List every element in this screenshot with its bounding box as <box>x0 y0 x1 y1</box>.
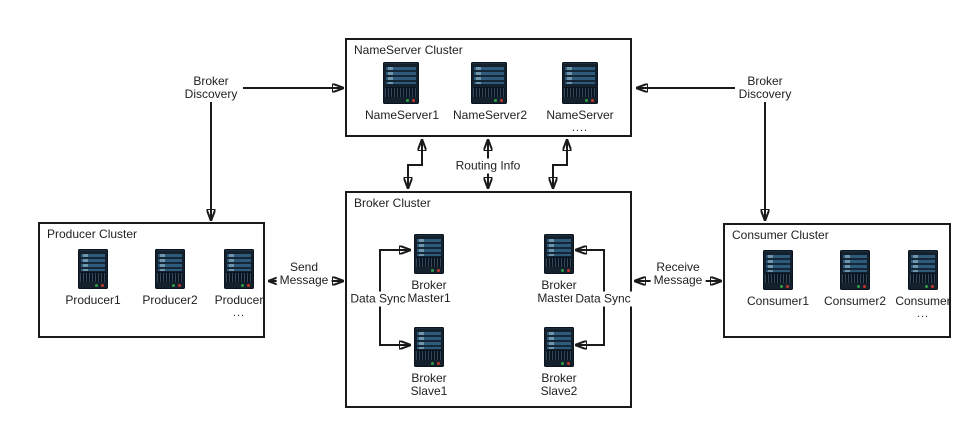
connector-routing-right-step <box>553 140 567 188</box>
server-icon <box>471 62 507 104</box>
server-label: Producer2 <box>142 293 198 307</box>
server-icon <box>840 250 870 290</box>
server-icon <box>414 234 444 274</box>
server-icon <box>544 327 574 367</box>
consumer-item: Consumer ... <box>887 250 959 320</box>
server-label: Consumer1 <box>746 294 810 308</box>
server-label: Consumer2 <box>823 294 887 308</box>
consumer-item: Consumer2 <box>819 250 891 308</box>
server-icon <box>78 249 108 289</box>
server-label: Broker Master1 <box>407 278 451 305</box>
producer-cluster-box: Producer Cluster Producer1 Producer2 Pro… <box>38 222 265 338</box>
server-label: Broker Master2 <box>537 278 581 305</box>
server-label: NameServer1 <box>365 108 440 122</box>
ellipsis-label: ... <box>232 307 246 319</box>
edge-label-broker-discovery-right: Broker Discovery <box>735 74 795 102</box>
ellipsis-label: .... <box>571 122 589 134</box>
edge-label-routing-info: Routing Info <box>452 158 524 174</box>
cluster-title: Broker Cluster <box>354 196 431 210</box>
producer-item: Producer1 <box>57 249 129 307</box>
server-icon <box>224 249 254 289</box>
nameserver-item: NameServer1 <box>365 62 440 122</box>
server-icon <box>908 250 938 290</box>
broker-item: Broker Slave2 <box>523 327 595 398</box>
nameserver-cluster-box: NameServer Cluster NameServer1 NameServe… <box>345 38 632 137</box>
server-icon <box>414 327 444 367</box>
edge-label-data-sync-right: Data Sync <box>572 291 634 307</box>
server-label: Broker Slave1 <box>410 371 448 398</box>
edge-label-send-message: Send Message <box>276 260 332 288</box>
producer-item: Producer ... <box>203 249 275 319</box>
consumer-item: Consumer1 <box>742 250 814 308</box>
server-label: NameServer <box>546 108 614 122</box>
nameserver-item: NameServer .... <box>544 62 616 134</box>
nameserver-item: NameServer2 <box>453 62 528 122</box>
server-icon <box>544 234 574 274</box>
server-label: Consumer <box>895 294 951 308</box>
cluster-title: Consumer Cluster <box>732 228 829 242</box>
server-icon <box>383 62 419 104</box>
edge-label-data-sync-left: Data Sync <box>347 291 409 307</box>
ellipsis-label: ... <box>916 308 930 320</box>
broker-item: Broker Master1 <box>393 234 465 305</box>
server-label: Producer1 <box>65 293 121 307</box>
broker-item: Broker Master2 <box>523 234 595 305</box>
server-icon <box>155 249 185 289</box>
cluster-title: NameServer Cluster <box>354 43 463 57</box>
server-label: NameServer2 <box>453 108 528 122</box>
broker-item: Broker Slave1 <box>393 327 465 398</box>
server-icon <box>763 250 793 290</box>
producer-item: Producer2 <box>134 249 206 307</box>
server-label: Producer <box>214 293 264 307</box>
connector-routing-left-step <box>408 140 422 188</box>
edge-label-broker-discovery-left: Broker Discovery <box>181 74 241 102</box>
server-label: Broker Slave2 <box>540 371 578 398</box>
cluster-title: Producer Cluster <box>47 227 138 241</box>
consumer-cluster-box: Consumer Cluster Consumer1 Consumer2 Con… <box>723 223 951 338</box>
edge-label-receive-message: Receive Message <box>650 260 706 288</box>
server-icon <box>562 62 598 104</box>
